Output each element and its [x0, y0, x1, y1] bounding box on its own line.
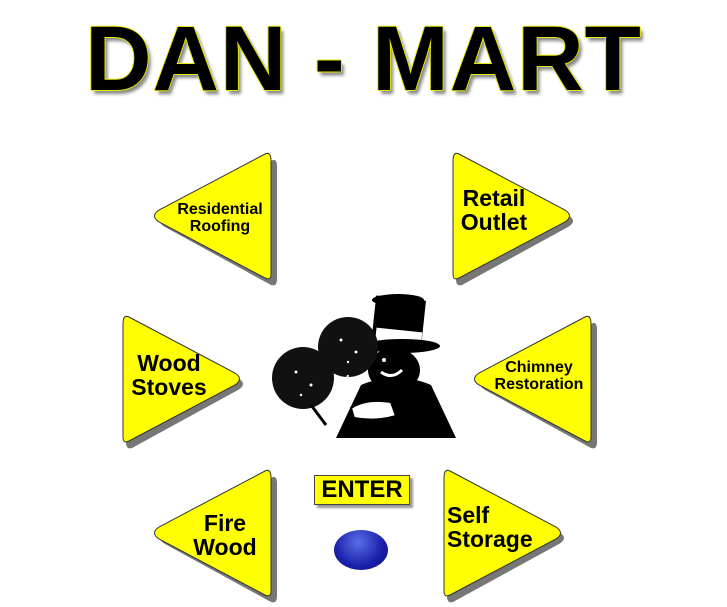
left-arrow-sign-icon [154, 152, 277, 286]
right-arrow-sign-icon [122, 315, 243, 449]
enter-button[interactable]: ENTER [314, 475, 410, 505]
page-title: DAN - MART [85, 8, 642, 110]
left-arrow-sign-icon [474, 315, 597, 449]
right-arrow-sign-icon [452, 152, 573, 286]
blue-ball-icon [334, 530, 388, 570]
chimney-sweep-mascot-image [272, 294, 456, 438]
